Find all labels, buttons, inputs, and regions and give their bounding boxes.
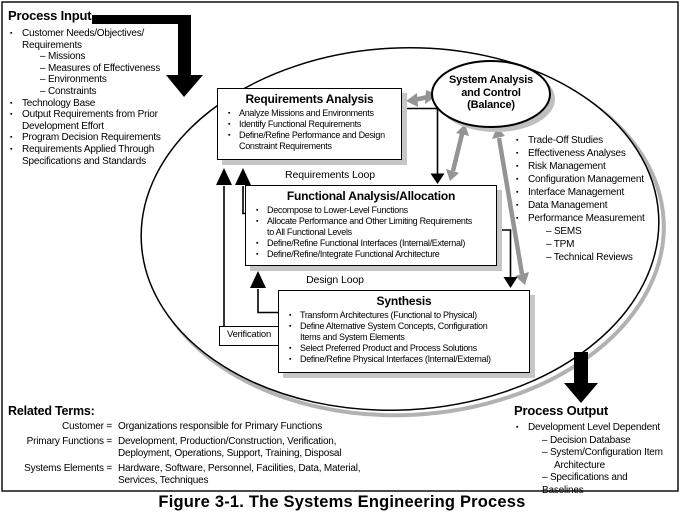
box-bullet: Transform Architectures (Functional to P…: [283, 310, 525, 321]
control-ellipse-line: (Balance): [467, 99, 515, 111]
list-item: Configuration Management: [514, 173, 664, 186]
list-item: Interface Management: [514, 186, 664, 199]
sub-item: – System/Configuration Item: [542, 447, 663, 458]
related-terms-table: Customer = Organizations responsible for…: [8, 421, 364, 487]
design-loop-label: Design Loop: [306, 274, 364, 286]
sub-item: – Missions: [40, 51, 86, 63]
arrowhead-icon: [235, 168, 251, 185]
process-input-title: Process Input: [8, 8, 92, 23]
related-terms-title: Related Terms:: [8, 404, 95, 418]
diagram-frame: [1, 1, 679, 492]
sub-item-cont: Architecture: [554, 459, 605, 471]
control-ellipse-line: System Analysis: [448, 74, 534, 86]
box-bullet: Select Preferred Product and Process Sol…: [283, 343, 525, 354]
box-title: Functional Analysis/Allocation: [286, 189, 456, 203]
requirements-analysis-box: Requirements Analysis Analyze Missions a…: [217, 88, 402, 160]
list-item: Program Decision Requirements: [8, 132, 186, 144]
box-bullet: Analyze Missions and Environments: [222, 108, 397, 119]
process-input-arrow: [92, 15, 203, 97]
sub-item: – Environments: [40, 74, 107, 86]
list-item: Effectiveness Analyses: [514, 147, 664, 160]
box-bullet: Define/Refine Functional Interfaces (Int…: [250, 238, 492, 249]
process-output-arrow: [564, 352, 598, 403]
box-bullet: Define Alternative System Concepts, Conf…: [283, 321, 525, 332]
list-item: Risk Management: [514, 160, 664, 173]
arrowhead-icon: [216, 168, 232, 185]
balance-arrow-synthesis: [496, 137, 525, 275]
term-definition: Organizations responsible for Primary Fu…: [118, 421, 323, 432]
control-ellipse: [431, 60, 551, 128]
list-item: Data Management: [514, 199, 664, 212]
list-item: Technology Base: [8, 98, 186, 110]
term-definition: Development, Production/Construction, Ve…: [118, 435, 342, 459]
list-item: Trade-Off Studies: [514, 134, 664, 147]
arrowhead-icon: [503, 277, 518, 288]
list-item-cont: Requirements: [22, 39, 82, 51]
connector-func-to-synth: [498, 229, 512, 277]
sub-item: – Decision Database: [542, 434, 631, 446]
box-bullet-cont: Items and System Elements: [300, 332, 405, 342]
sub-item: – Specifications and Baselines: [542, 472, 628, 496]
list-item-cont: Development Effort: [22, 120, 104, 132]
list-item-cont: Specifications and Standards: [22, 155, 146, 167]
box-bullet: Identify Functional Requirements: [222, 119, 397, 130]
sub-item: – TPM: [546, 239, 575, 250]
process-output-list: Development Level Dependent – Decision D…: [514, 422, 664, 497]
sub-item: – Technical Reviews: [546, 252, 633, 263]
control-activities-list: Trade-Off Studies Effectiveness Analyses…: [514, 134, 664, 264]
process-input-list: Customer Needs/Objectives/ Requirements …: [8, 28, 186, 167]
list-item: Customer Needs/Objectives/: [8, 28, 186, 40]
term-label: Customer =: [62, 421, 112, 432]
list-item: Output Requirements from Prior: [8, 109, 186, 121]
box-bullet: Define/Refine Performance and Design: [222, 130, 397, 141]
arrowhead-icon: [492, 127, 505, 139]
term-label: Systems Elements =: [24, 462, 112, 474]
box-bullet-cont: to All Functional Levels: [267, 227, 352, 237]
list-item: Performance Measurement: [514, 212, 664, 225]
functional-analysis-box: Functional Analysis/Allocation Decompose…: [245, 185, 497, 266]
box-title: Requirements Analysis: [245, 92, 374, 106]
term-definition: Hardware, Software, Personnel, Facilitie…: [118, 462, 361, 486]
arrowhead-icon: [515, 272, 529, 285]
synthesis-box: Synthesis Transform Architectures (Funct…: [278, 290, 530, 373]
box-bullet: Define/Refine Physical Interfaces (Inter…: [283, 354, 525, 365]
box-title: Synthesis: [376, 294, 432, 308]
arrowhead-icon: [430, 173, 445, 184]
flow-connectors: [223, 107, 512, 332]
verification-label: Verification: [219, 326, 279, 346]
connector-design-loop: [257, 289, 278, 314]
flow-arrowheads: [216, 168, 518, 288]
sub-item: – Measures of Effectiveness: [40, 62, 161, 74]
requirements-loop-label: Requirements Loop: [285, 169, 375, 181]
box-bullet: Allocate Performance and Other Limiting …: [250, 216, 492, 227]
arrowhead-icon: [406, 93, 418, 107]
figure-caption: Figure 3-1. The Systems Engineering Proc…: [158, 493, 526, 511]
arrowhead-icon: [446, 169, 459, 181]
box-bullet: Decompose to Lower-Level Functions: [250, 205, 492, 216]
list-item: Requirements Applied Through: [8, 144, 186, 156]
control-ellipse-text: System Analysis and Control (Balance): [431, 74, 551, 112]
connector-req-to-func: [402, 107, 439, 174]
box-bullet-cont: Constraint Requirements: [239, 141, 332, 151]
arrowhead-icon: [250, 271, 266, 288]
term-label: Primary Functions =: [26, 435, 113, 447]
sub-item: – Constraints: [40, 85, 97, 97]
balance-arrow-functional: [450, 133, 465, 172]
control-ellipse-line: and Control: [461, 86, 521, 99]
process-output-title: Process Output: [514, 403, 608, 418]
list-item: Development Level Dependent: [514, 422, 664, 435]
sub-item: – SEMS: [546, 226, 582, 237]
box-bullet: Define/Refine/Integrate Functional Archi…: [250, 249, 492, 260]
